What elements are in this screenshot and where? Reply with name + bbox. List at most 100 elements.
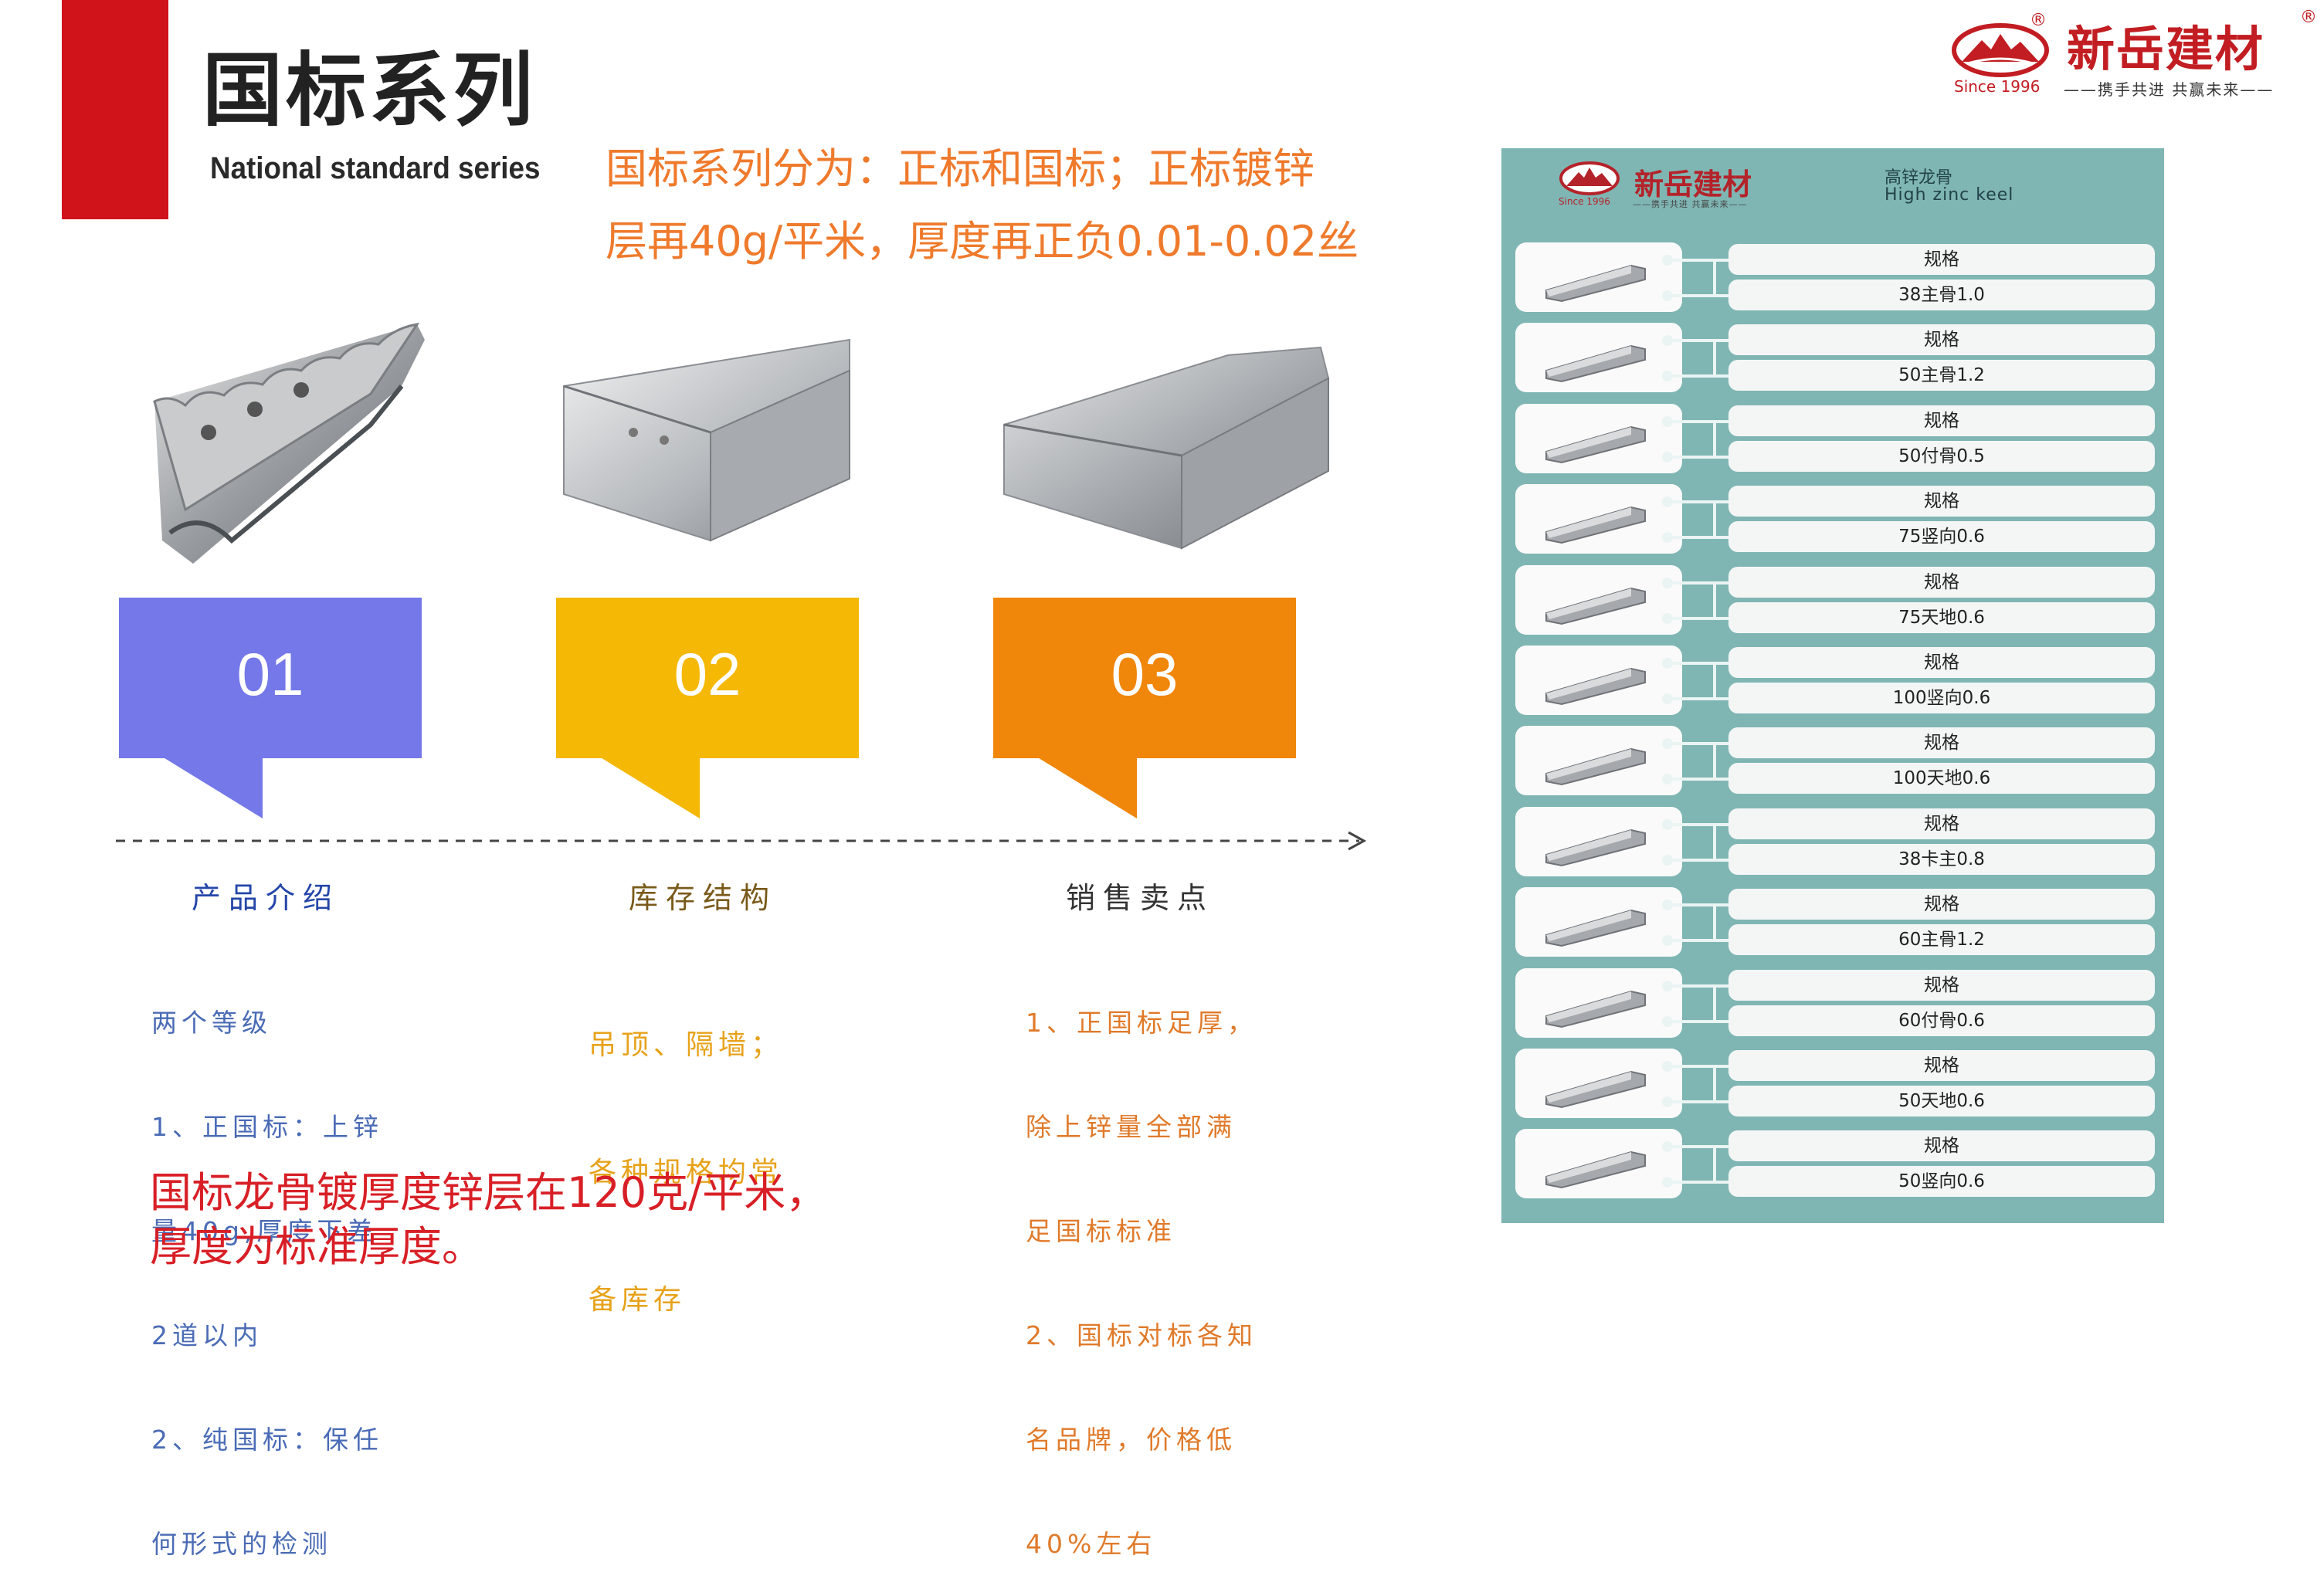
connector-line	[1713, 859, 1730, 862]
spec-value-pill: 50竖向0.6	[1728, 1166, 2155, 1197]
card-02-tail	[599, 757, 700, 818]
spec-row-thumbnail	[1515, 242, 1682, 312]
brand-name: 新岳建材	[2067, 21, 2265, 77]
connector-line	[1713, 1145, 1716, 1184]
connector-line	[1673, 581, 1715, 585]
text-line: 1、正国标：上锌	[151, 1112, 383, 1142]
timeline-arrow	[116, 831, 1367, 851]
page-title: 国标系列	[202, 43, 537, 137]
connector-dot	[1662, 416, 1673, 427]
spec-row-thumbnail	[1515, 887, 1682, 957]
spec-row-thumbnail	[1515, 807, 1682, 876]
card-03-tail	[1036, 757, 1137, 818]
spec-label-pill: 规格	[1728, 405, 2155, 436]
brand-registered-mark: ®	[2300, 8, 2317, 27]
connector-dot	[1662, 1177, 1673, 1188]
column-text-stock: 吊顶、隔墙； 各种规格均常 备库存	[589, 939, 783, 1364]
connector-line	[1713, 903, 1716, 942]
connector-line	[1713, 697, 1730, 700]
connector-line	[1673, 742, 1715, 745]
brand-since: Since 1996	[1954, 77, 2041, 96]
connector-line	[1713, 778, 1730, 781]
connector-line	[1673, 859, 1715, 862]
connector-dot	[1662, 935, 1673, 946]
connector-line	[1713, 1100, 1730, 1103]
spec-value-pill: 50付骨0.5	[1728, 441, 2155, 472]
connector-line	[1673, 903, 1715, 906]
connector-line	[1673, 697, 1715, 700]
text-line: 2、国标对标各知	[1026, 1320, 1257, 1350]
connector-line	[1713, 1065, 1716, 1103]
text-line: 名品牌，价格低	[1026, 1425, 1237, 1455]
connector-dot	[1662, 255, 1673, 266]
connector-line	[1713, 1181, 1730, 1184]
spec-label-pill: 规格	[1728, 567, 2155, 598]
connector-line	[1713, 581, 1716, 620]
card-number: 03	[1111, 640, 1179, 708]
connector-dot	[1662, 1016, 1673, 1027]
spec-value-pill: 60付骨0.6	[1728, 1005, 2155, 1036]
connector-line	[1713, 903, 1730, 906]
spec-label-pill: 规格	[1728, 889, 2155, 920]
connector-dot	[1662, 532, 1673, 543]
intro-line-1: 国标系列分为：正标和国标；正标镀锌	[606, 144, 1315, 193]
keel-thumbnail-icon	[1545, 747, 1646, 786]
connector-dot	[1662, 290, 1673, 301]
connector-dot	[1662, 855, 1673, 866]
panel-title: 高锌龙骨	[1884, 168, 1953, 188]
connector-line	[1673, 374, 1715, 378]
connector-dot	[1662, 738, 1673, 749]
column-heading-intro: 产品介绍	[192, 881, 341, 915]
connector-line	[1713, 823, 1716, 862]
connector-line	[1713, 984, 1730, 988]
brand-slogan: ——携手共进 共赢未来——	[2064, 80, 2275, 99]
spec-row-thumbnail	[1515, 323, 1682, 392]
spec-value-pill: 75竖向0.6	[1728, 521, 2155, 552]
keel-thumbnail-icon	[1545, 828, 1646, 867]
connector-line	[1713, 374, 1730, 378]
keel-thumbnail-icon	[1545, 587, 1646, 625]
bottom-note: 国标龙骨镀厚度锌层在120克/平米， 厚度为标准厚度。	[150, 1166, 922, 1274]
column-heading-stock: 库存结构	[629, 881, 778, 915]
connector-line	[1713, 1065, 1730, 1068]
connector-line	[1673, 420, 1715, 423]
connector-line	[1673, 1181, 1715, 1184]
intro-line-2: 层再40g/平米，厚度再正负0.01-0.02丝	[606, 217, 1359, 266]
connector-line	[1713, 536, 1730, 539]
spec-row-thumbnail	[1515, 968, 1682, 1038]
text-line: 两个等级	[151, 1008, 272, 1038]
connector-line	[1713, 1020, 1730, 1023]
connector-dot	[1662, 452, 1673, 463]
spec-row-thumbnail	[1515, 484, 1682, 554]
product-photo-keel-1	[153, 322, 425, 564]
card-01-tail	[162, 757, 263, 818]
card-01: 01	[119, 598, 422, 758]
connector-line	[1713, 500, 1716, 539]
spec-value-pill: 60主骨1.2	[1728, 924, 2155, 955]
spec-value-pill: 50主骨1.2	[1728, 360, 2155, 391]
connector-dot	[1662, 613, 1673, 624]
brand-logo-emblem	[1952, 23, 2049, 77]
keel-thumbnail-icon	[1545, 667, 1646, 706]
spec-label-pill: 规格	[1728, 244, 2155, 275]
connector-dot	[1662, 981, 1673, 991]
connector-dot	[1662, 1141, 1673, 1152]
text-line: 40%左右	[1026, 1529, 1157, 1559]
panel-brand-slogan: ——携手共进 共赢未来——	[1633, 199, 1748, 209]
connector-line	[1673, 294, 1715, 297]
connector-line	[1713, 500, 1730, 503]
keel-thumbnail-icon	[1545, 990, 1646, 1028]
panel-brand-name: 新岳建材	[1634, 167, 1752, 202]
connector-dot	[1662, 658, 1673, 669]
red-accent-bar	[62, 0, 168, 219]
connector-dot	[1662, 578, 1673, 588]
text-line: 2、纯国标：保任	[151, 1425, 383, 1455]
brand-registered-mark: ®	[2030, 11, 2047, 30]
spec-label-pill: 规格	[1728, 970, 2155, 1001]
panel-logo-emblem	[1559, 161, 1620, 195]
panel-header	[1535, 159, 2107, 215]
text-line: 1、正国标足厚，	[1026, 1008, 1257, 1038]
text-line: 何形式的检测	[151, 1529, 332, 1559]
text-line: 吊顶、隔墙；	[589, 1029, 784, 1061]
connector-line	[1673, 823, 1715, 826]
